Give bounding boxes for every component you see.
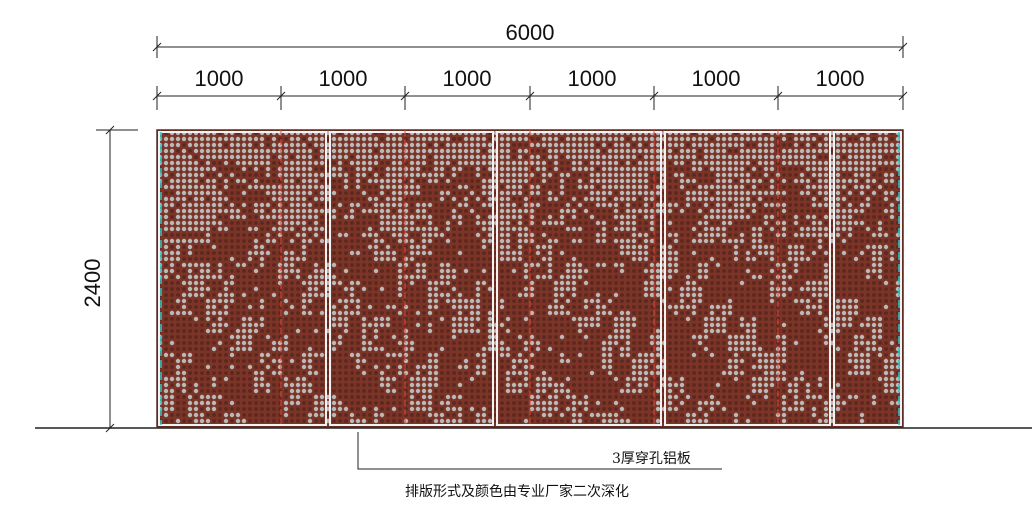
segment-label-5: 1000	[692, 66, 741, 91]
overall-width-label: 6000	[506, 20, 555, 45]
material-note: 3厚穿孔铝板	[612, 451, 691, 467]
segment-label-4: 1000	[568, 66, 617, 91]
segment-label-3: 1000	[443, 66, 492, 91]
segment-label-6: 1000	[816, 66, 865, 91]
leader-line	[357, 432, 722, 470]
segment-dimension	[152, 86, 908, 110]
height-label: 2400	[80, 259, 105, 308]
height-dimension	[96, 125, 138, 433]
perforated-panel	[156, 129, 904, 428]
overall-dimension	[152, 36, 908, 58]
segment-label-2: 1000	[319, 66, 368, 91]
guide-lines	[160, 130, 900, 427]
remark-note: 排版形式及颜色由专业厂家二次深化	[405, 483, 629, 500]
segment-label-1: 1000	[195, 66, 244, 91]
